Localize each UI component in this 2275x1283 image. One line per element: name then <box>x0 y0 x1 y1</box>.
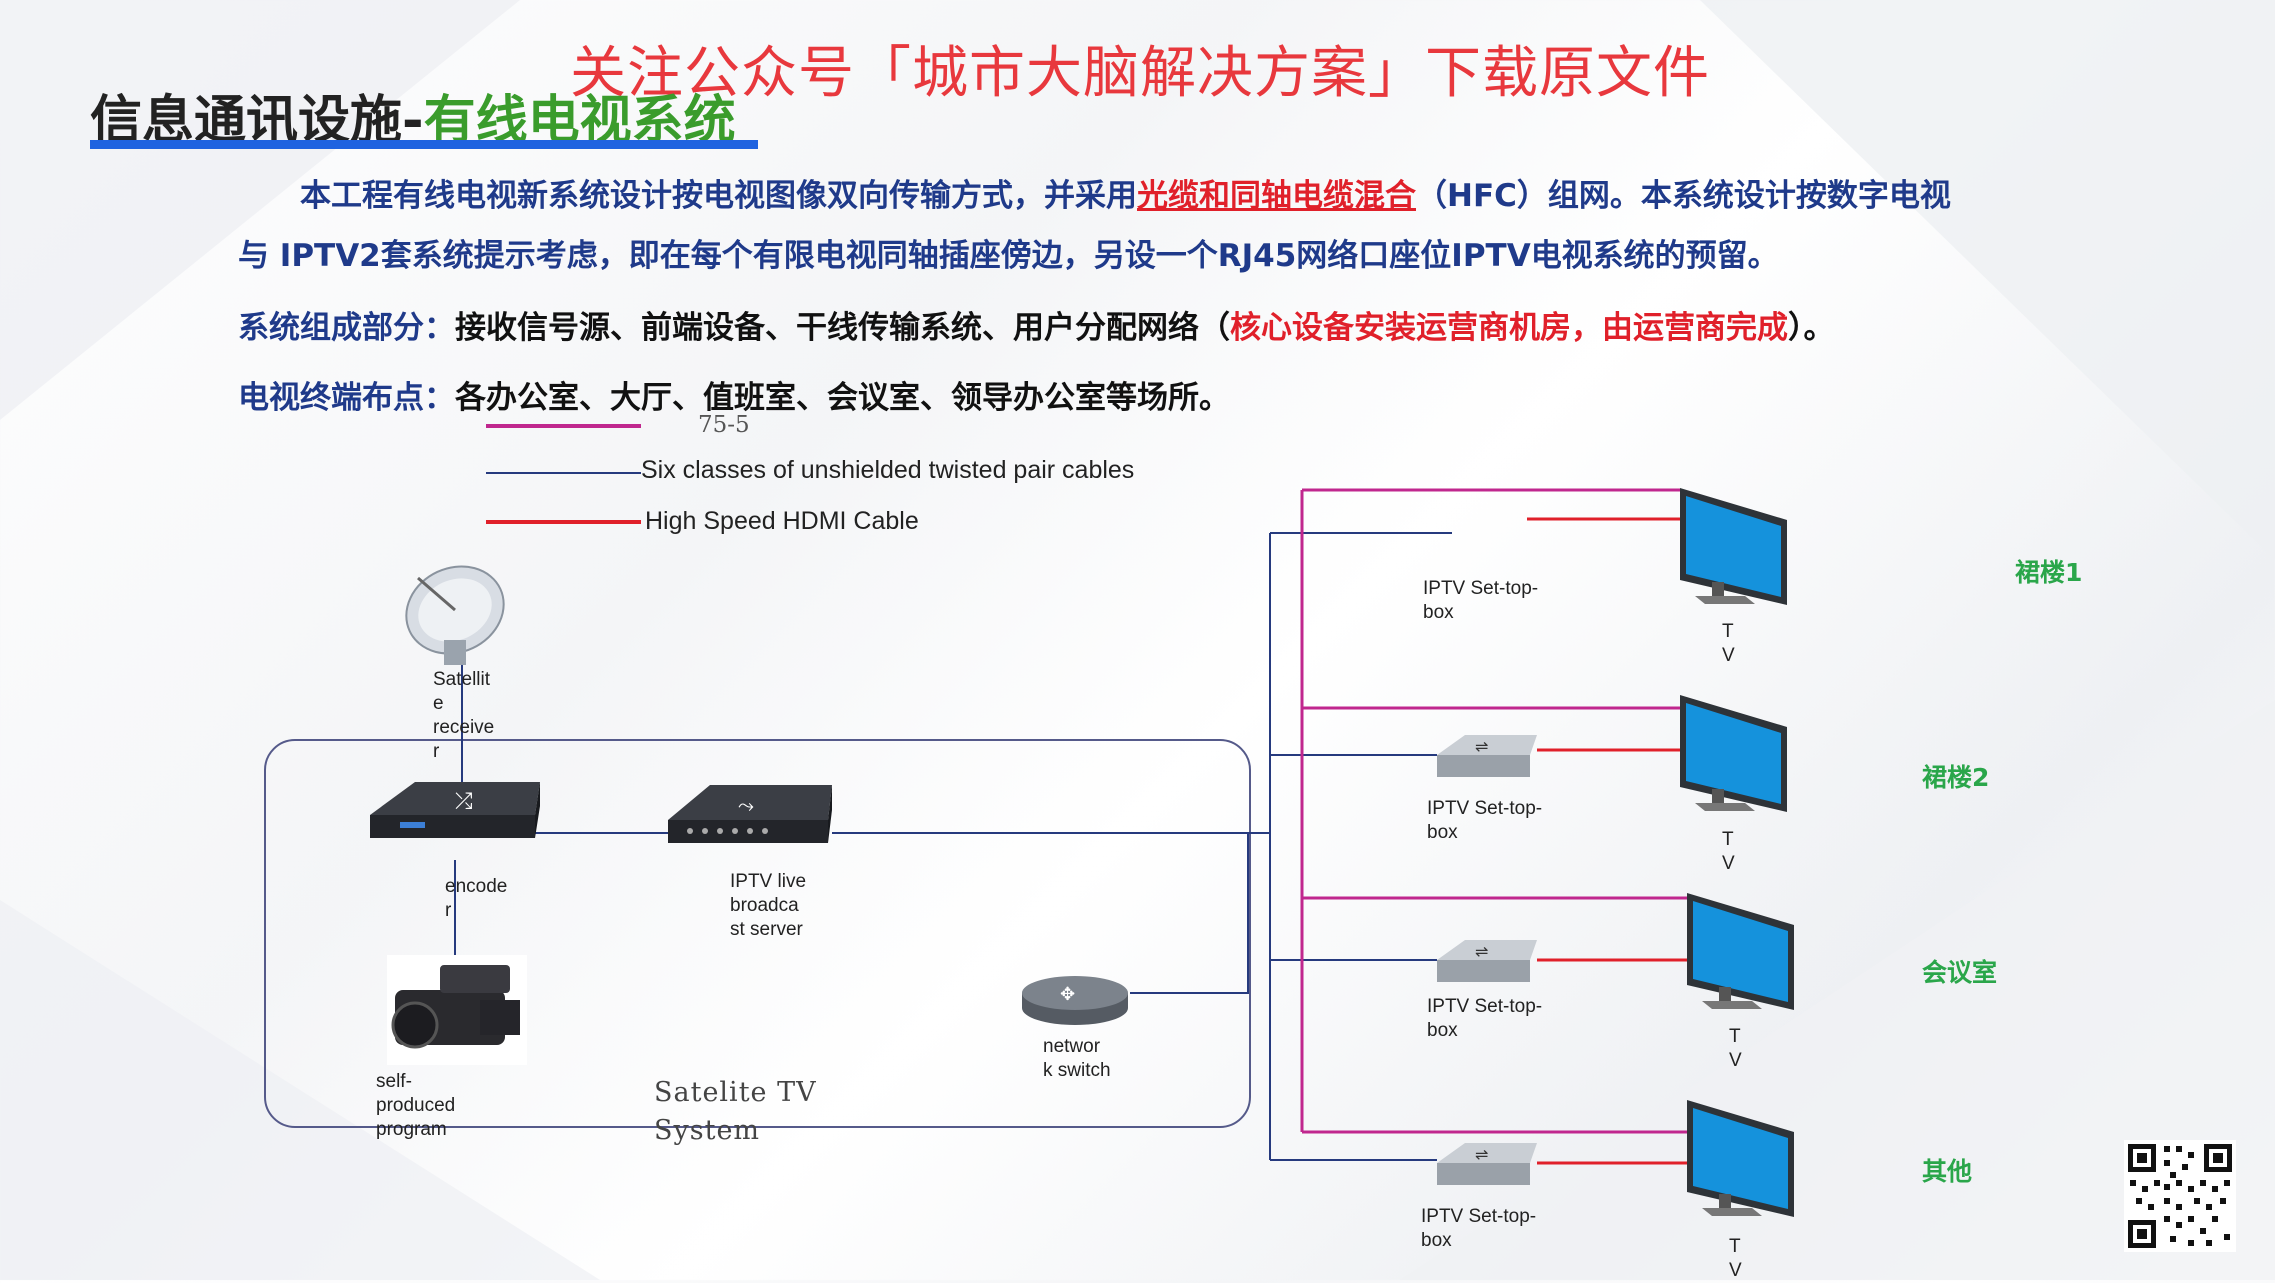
watermark-text: 关注公众号「城市大脑解决方案」下载原文件 <box>570 41 1710 106</box>
svg-text:⤳: ⤳ <box>738 793 754 817</box>
tv-label-2: T V <box>1722 829 1735 874</box>
terminals-line: 电视终端布点：各办公室、大厅、值班室、会议室、领导办公室等场所。 <box>238 372 1230 417</box>
tv-icon-1 <box>1680 488 1787 605</box>
satellite-system-label: Satelite TV System <box>654 1077 817 1146</box>
settop-label-2: IPTV Set-top- box <box>1427 798 1543 843</box>
tv-label-3: T V <box>1729 1026 1742 1071</box>
camera-label: self- produced program <box>376 1071 456 1140</box>
switch-label: networ k switch <box>1043 1036 1111 1081</box>
svg-text:✥: ✥ <box>1060 984 1075 1005</box>
legend-label-hdmi: High Speed HDMI Cable <box>645 507 919 535</box>
zone-label-1: 裙楼1 <box>2015 558 2083 587</box>
composition-label: 系统组成部分： <box>238 310 455 346</box>
composition-text: 接收信号源、前端设备、干线传输系统、用户分配网络（ <box>455 310 1230 346</box>
legend-label-coax: 75-5 <box>698 412 750 438</box>
satellite-system-boundary <box>264 739 1251 1128</box>
link-switch-trunk <box>1130 833 1249 994</box>
svg-text:⇌: ⇌ <box>1475 737 1488 756</box>
legend-swatch-hdmi <box>486 520 641 524</box>
settop-label-1: IPTV Set-top- box <box>1423 578 1539 623</box>
zone-label-2: 裙楼2 <box>1922 763 1990 792</box>
legend-label-utp: Six classes of unshielded twisted pair c… <box>641 456 1135 484</box>
svg-text:⇌: ⇌ <box>1475 1145 1488 1164</box>
intro-line-1: 本工程有线电视新系统设计按电视图像双向传输方式，并采用光缆和同轴电缆混合（HFC… <box>300 170 1951 215</box>
intro-line-1-end: （HFC）组网。本系统设计按数字电视 <box>1416 178 1951 214</box>
live-server-device-icon: ⤳ <box>668 785 832 843</box>
settop-box-icon-2: ⇌ <box>1437 735 1537 777</box>
tv-icon-4 <box>1687 1100 1794 1217</box>
terminals-text: 各办公室、大厅、值班室、会议室、领导办公室等场所。 <box>455 380 1230 416</box>
composition-end: ）。 <box>1788 310 1835 346</box>
settop-box-icon-3: ⇌ <box>1437 940 1537 982</box>
settop-label-3: IPTV Set-top- box <box>1427 996 1543 1041</box>
tv-label-1: T V <box>1722 621 1735 666</box>
camera-icon <box>387 955 527 1065</box>
encoder-label: encode r <box>445 876 508 921</box>
svg-text:⤮: ⤮ <box>455 789 473 814</box>
settop-label-4: IPTV Set-top- box <box>1421 1206 1537 1251</box>
title-underline <box>90 140 758 149</box>
intro-line-2: 与 IPTV2套系统提示考虑，即在每个有限电视同轴插座傍边，另设一个RJ45网络… <box>238 238 1779 274</box>
tv-icon-3 <box>1687 893 1794 1010</box>
zone-label-3: 会议室 <box>1922 958 1998 987</box>
zone-label-4: 其他 <box>1922 1157 1973 1186</box>
intro-hfc-link: 光缆和同轴电缆混合 <box>1137 178 1416 214</box>
legend-swatch-utp <box>486 472 641 474</box>
tv-label-4: T V <box>1729 1236 1742 1281</box>
tv-icon-2 <box>1680 695 1787 812</box>
legend-swatch-coax <box>486 424 641 428</box>
composition-line: 系统组成部分：接收信号源、前端设备、干线传输系统、用户分配网络（核心设备安装运营… <box>238 302 1835 347</box>
settop-box-icon-4: ⇌ <box>1437 1143 1537 1185</box>
intro-line-1-start: 本工程有线电视新系统设计按电视图像双向传输方式，并采用 <box>300 178 1137 214</box>
satellite-receiver-label: Satellit e receive r <box>433 669 495 762</box>
network-switch-icon: ✥ <box>1022 976 1128 1025</box>
qr-code-icon[interactable] <box>2124 1140 2236 1252</box>
terminals-label: 电视终端布点： <box>238 380 455 416</box>
composition-highlight: 核心设备安装运营商机房，由运营商完成 <box>1230 310 1788 346</box>
satellite-dish-icon <box>405 565 505 665</box>
live-server-label: IPTV live broadca st server <box>730 871 807 940</box>
svg-text:⇌: ⇌ <box>1475 942 1488 961</box>
encoder-device-icon: ⤮ <box>370 782 540 838</box>
